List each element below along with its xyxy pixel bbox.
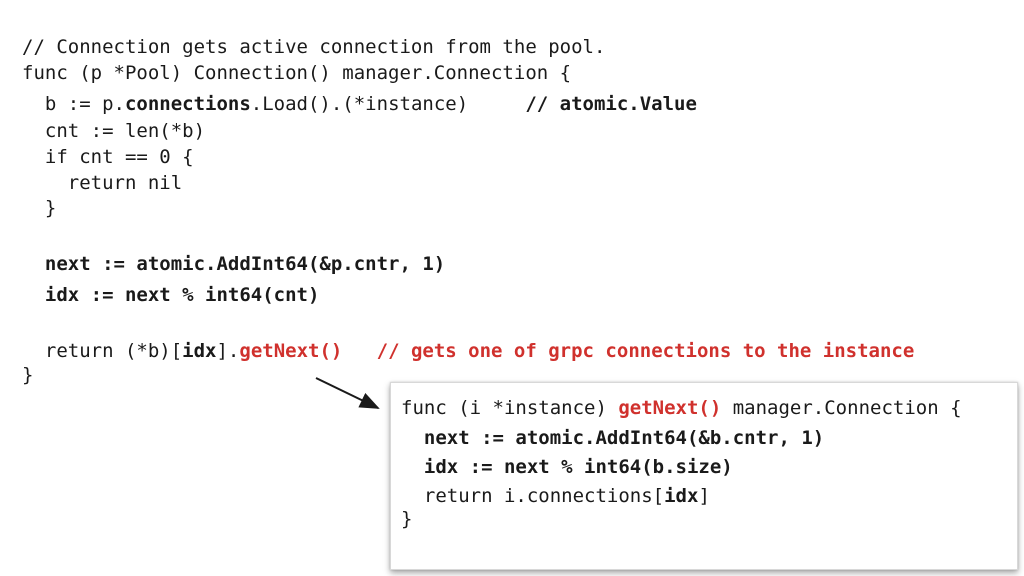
popup-idx-line: idx := next % int64(b.size): [401, 454, 733, 480]
getnext-popup: func (i *instance) getNext() manager.Con…: [390, 382, 1018, 570]
cnt-line: cnt := len(*b): [22, 118, 205, 144]
code-text: return (*b)[: [22, 340, 183, 362]
code-text: return nil: [22, 172, 183, 194]
code-text: func (i *instance): [401, 397, 619, 419]
grpc-comment: // gets one of grpc connections to the i…: [376, 340, 915, 362]
getnext-call: getNext(): [239, 340, 343, 362]
func-signature-line: func (p *Pool) Connection() manager.Conn…: [22, 60, 571, 86]
idx-ref: idx: [182, 340, 217, 362]
connections-field: connections: [124, 93, 251, 115]
code-text: func (p *Pool) Connection() manager.Conn…: [22, 62, 572, 84]
if-line: if cnt == 0 {: [22, 144, 194, 170]
code-text: cnt := len(*b): [22, 120, 206, 142]
code-text: }: [401, 508, 413, 530]
load-connections-line: b := p.connections.Load().(*instance) //…: [22, 91, 697, 117]
func-close-brace-line: }: [22, 362, 33, 388]
code-text: if cnt == 0 {: [22, 146, 194, 168]
code-text: .Load().(*instance): [250, 93, 526, 115]
next-line: next := atomic.AddInt64(&p.cntr, 1): [22, 251, 445, 277]
popup-func-signature: func (i *instance) getNext() manager.Con…: [401, 395, 962, 421]
code-text: next := atomic.AddInt64(&b.cntr, 1): [401, 427, 825, 449]
code-text: b := p.: [22, 93, 125, 115]
main-code-block: // Connection gets active connection fro…: [22, 34, 914, 386]
code-text: idx := next % int64(b.size): [401, 456, 733, 478]
popup-return-line: return i.connections[idx]: [401, 483, 710, 509]
popup-close-brace: }: [401, 506, 412, 532]
getnext-def: getNext(): [618, 397, 722, 419]
code-text: next := atomic.AddInt64(&p.cntr, 1): [22, 253, 446, 275]
code-text: // Connection gets active connection fro…: [22, 36, 606, 58]
idx-line: idx := next % int64(cnt): [22, 282, 320, 308]
idx-ref: idx: [664, 485, 699, 507]
code-text: }: [22, 197, 57, 219]
code-text: idx := next % int64(cnt): [22, 284, 320, 306]
code-text: ].: [216, 340, 240, 362]
code-text: }: [22, 364, 34, 386]
code-text: ]: [698, 485, 710, 507]
code-comment-line: // Connection gets active connection fro…: [22, 34, 605, 60]
code-text: manager.Connection {: [721, 397, 962, 419]
return-line: return (*b)[idx].getNext() // gets one o…: [22, 338, 914, 364]
popup-next-line: next := atomic.AddInt64(&b.cntr, 1): [401, 425, 824, 451]
return-nil-line: return nil: [22, 170, 182, 196]
close-brace-line: }: [22, 195, 56, 221]
atomic-value-comment: // atomic.Value: [525, 93, 697, 115]
code-text: return i.connections[: [401, 485, 665, 507]
